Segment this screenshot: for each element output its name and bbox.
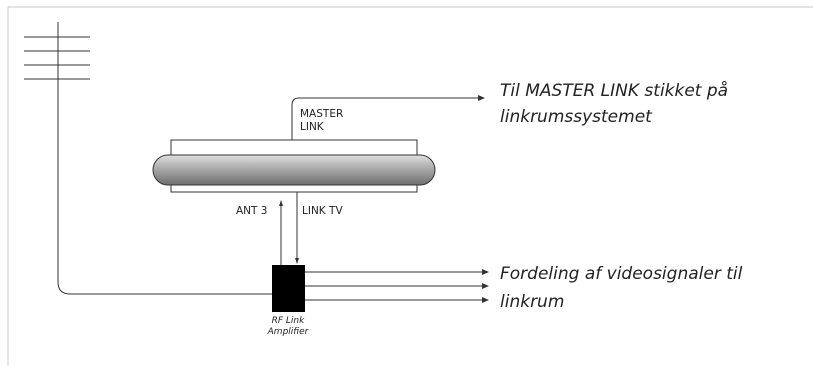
top-note-line1: Til MASTER LINK stikket på: [500, 81, 729, 101]
master-link-label-line2: LINK: [300, 121, 324, 133]
distribution-arrow-icons: [482, 269, 489, 303]
ant3-arrow-icon: [279, 200, 283, 206]
master-link-cable: [291, 97, 478, 140]
link-tv-arrow-icon: [295, 258, 299, 264]
master-link-label-line1: MASTER: [300, 108, 344, 120]
bottom-note-line2: linkrum: [500, 292, 565, 312]
rf-link-amplifier: [272, 265, 305, 312]
rf-link-label-line2: Amplifier: [267, 327, 309, 337]
bottom-note-line1: Fordeling af videosignaler til: [500, 264, 743, 284]
distribution-lines: [305, 271, 482, 301]
antenna-icon: [24, 22, 90, 282]
ant3-label: ANT 3: [236, 205, 268, 217]
master-link-arrow-icon: [478, 95, 485, 101]
rf-link-label-line1: RF Link: [271, 316, 305, 326]
tv-device: [152, 139, 436, 193]
top-note-line2: linkrumssystemet: [500, 107, 652, 127]
link-tv-label: LINK TV: [302, 205, 343, 217]
antenna-cable: [57, 281, 272, 295]
